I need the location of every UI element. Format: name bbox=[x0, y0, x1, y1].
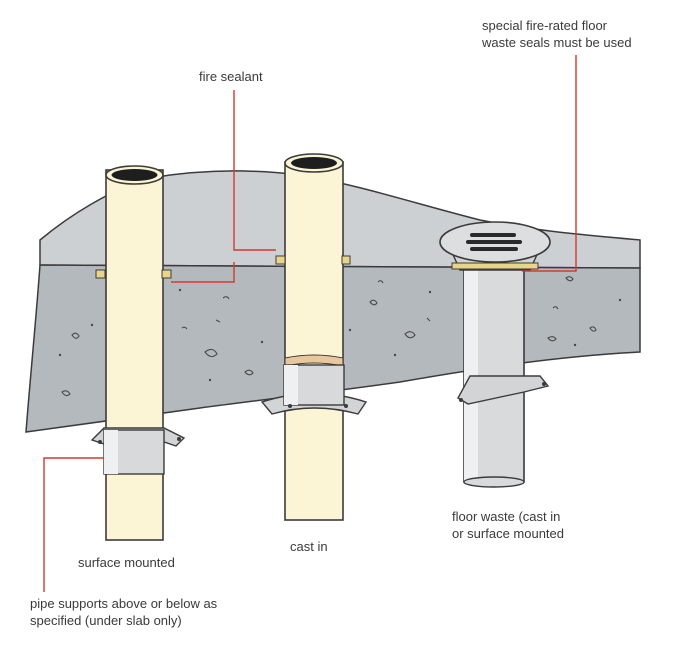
pipe-surface-mounted bbox=[90, 165, 186, 541]
sealant-clip-right bbox=[161, 269, 172, 279]
label-fire-sealant: fire sealant bbox=[199, 69, 263, 84]
cast-in-collar bbox=[260, 364, 368, 415]
sealant-clip-right bbox=[341, 255, 351, 265]
waste-support-bracket bbox=[457, 375, 550, 405]
sealant-clip-left bbox=[275, 255, 286, 265]
aggregate-speckles bbox=[61, 276, 597, 397]
leader-special-seal bbox=[522, 55, 577, 272]
pipe-opening bbox=[291, 157, 337, 169]
label-floor-waste: floor waste (cast in or surface mounted bbox=[452, 508, 564, 542]
label-pipe-supports: pipe supports above or below as specifie… bbox=[30, 595, 217, 629]
label-cast-in: cast in bbox=[290, 539, 328, 554]
label-pipe-supports-line2: specified (under slab only) bbox=[30, 613, 182, 628]
floor-waste bbox=[439, 221, 551, 488]
sealant-clip-left bbox=[95, 269, 106, 279]
label-special-seal: special fire-rated floor waste seals mus… bbox=[482, 17, 632, 51]
label-surface-mounted: surface mounted bbox=[78, 555, 175, 570]
waste-pipe-bottom bbox=[463, 476, 525, 488]
leader-pipe-supports bbox=[43, 457, 104, 592]
pipe-support-bracket bbox=[90, 427, 186, 475]
pipe-opening bbox=[111, 169, 158, 181]
floor-waste-seal bbox=[451, 262, 539, 270]
pipe-cast-in bbox=[260, 153, 368, 521]
label-special-seal-line2: waste seals must be used bbox=[482, 35, 632, 50]
leader-fire-sealant bbox=[171, 90, 276, 283]
label-floor-waste-line2: or surface mounted bbox=[452, 526, 565, 541]
pipe-body bbox=[284, 161, 344, 521]
label-special-seal-line1: special fire-rated floor bbox=[482, 18, 607, 33]
grate-slots bbox=[466, 233, 522, 251]
label-floor-waste-line1: floor waste (cast in bbox=[452, 509, 561, 524]
label-pipe-supports-line1: pipe supports above or below as bbox=[30, 596, 218, 611]
pipe-body bbox=[105, 169, 164, 541]
leader-lines bbox=[43, 55, 577, 592]
aggregate-dots bbox=[58, 288, 622, 382]
